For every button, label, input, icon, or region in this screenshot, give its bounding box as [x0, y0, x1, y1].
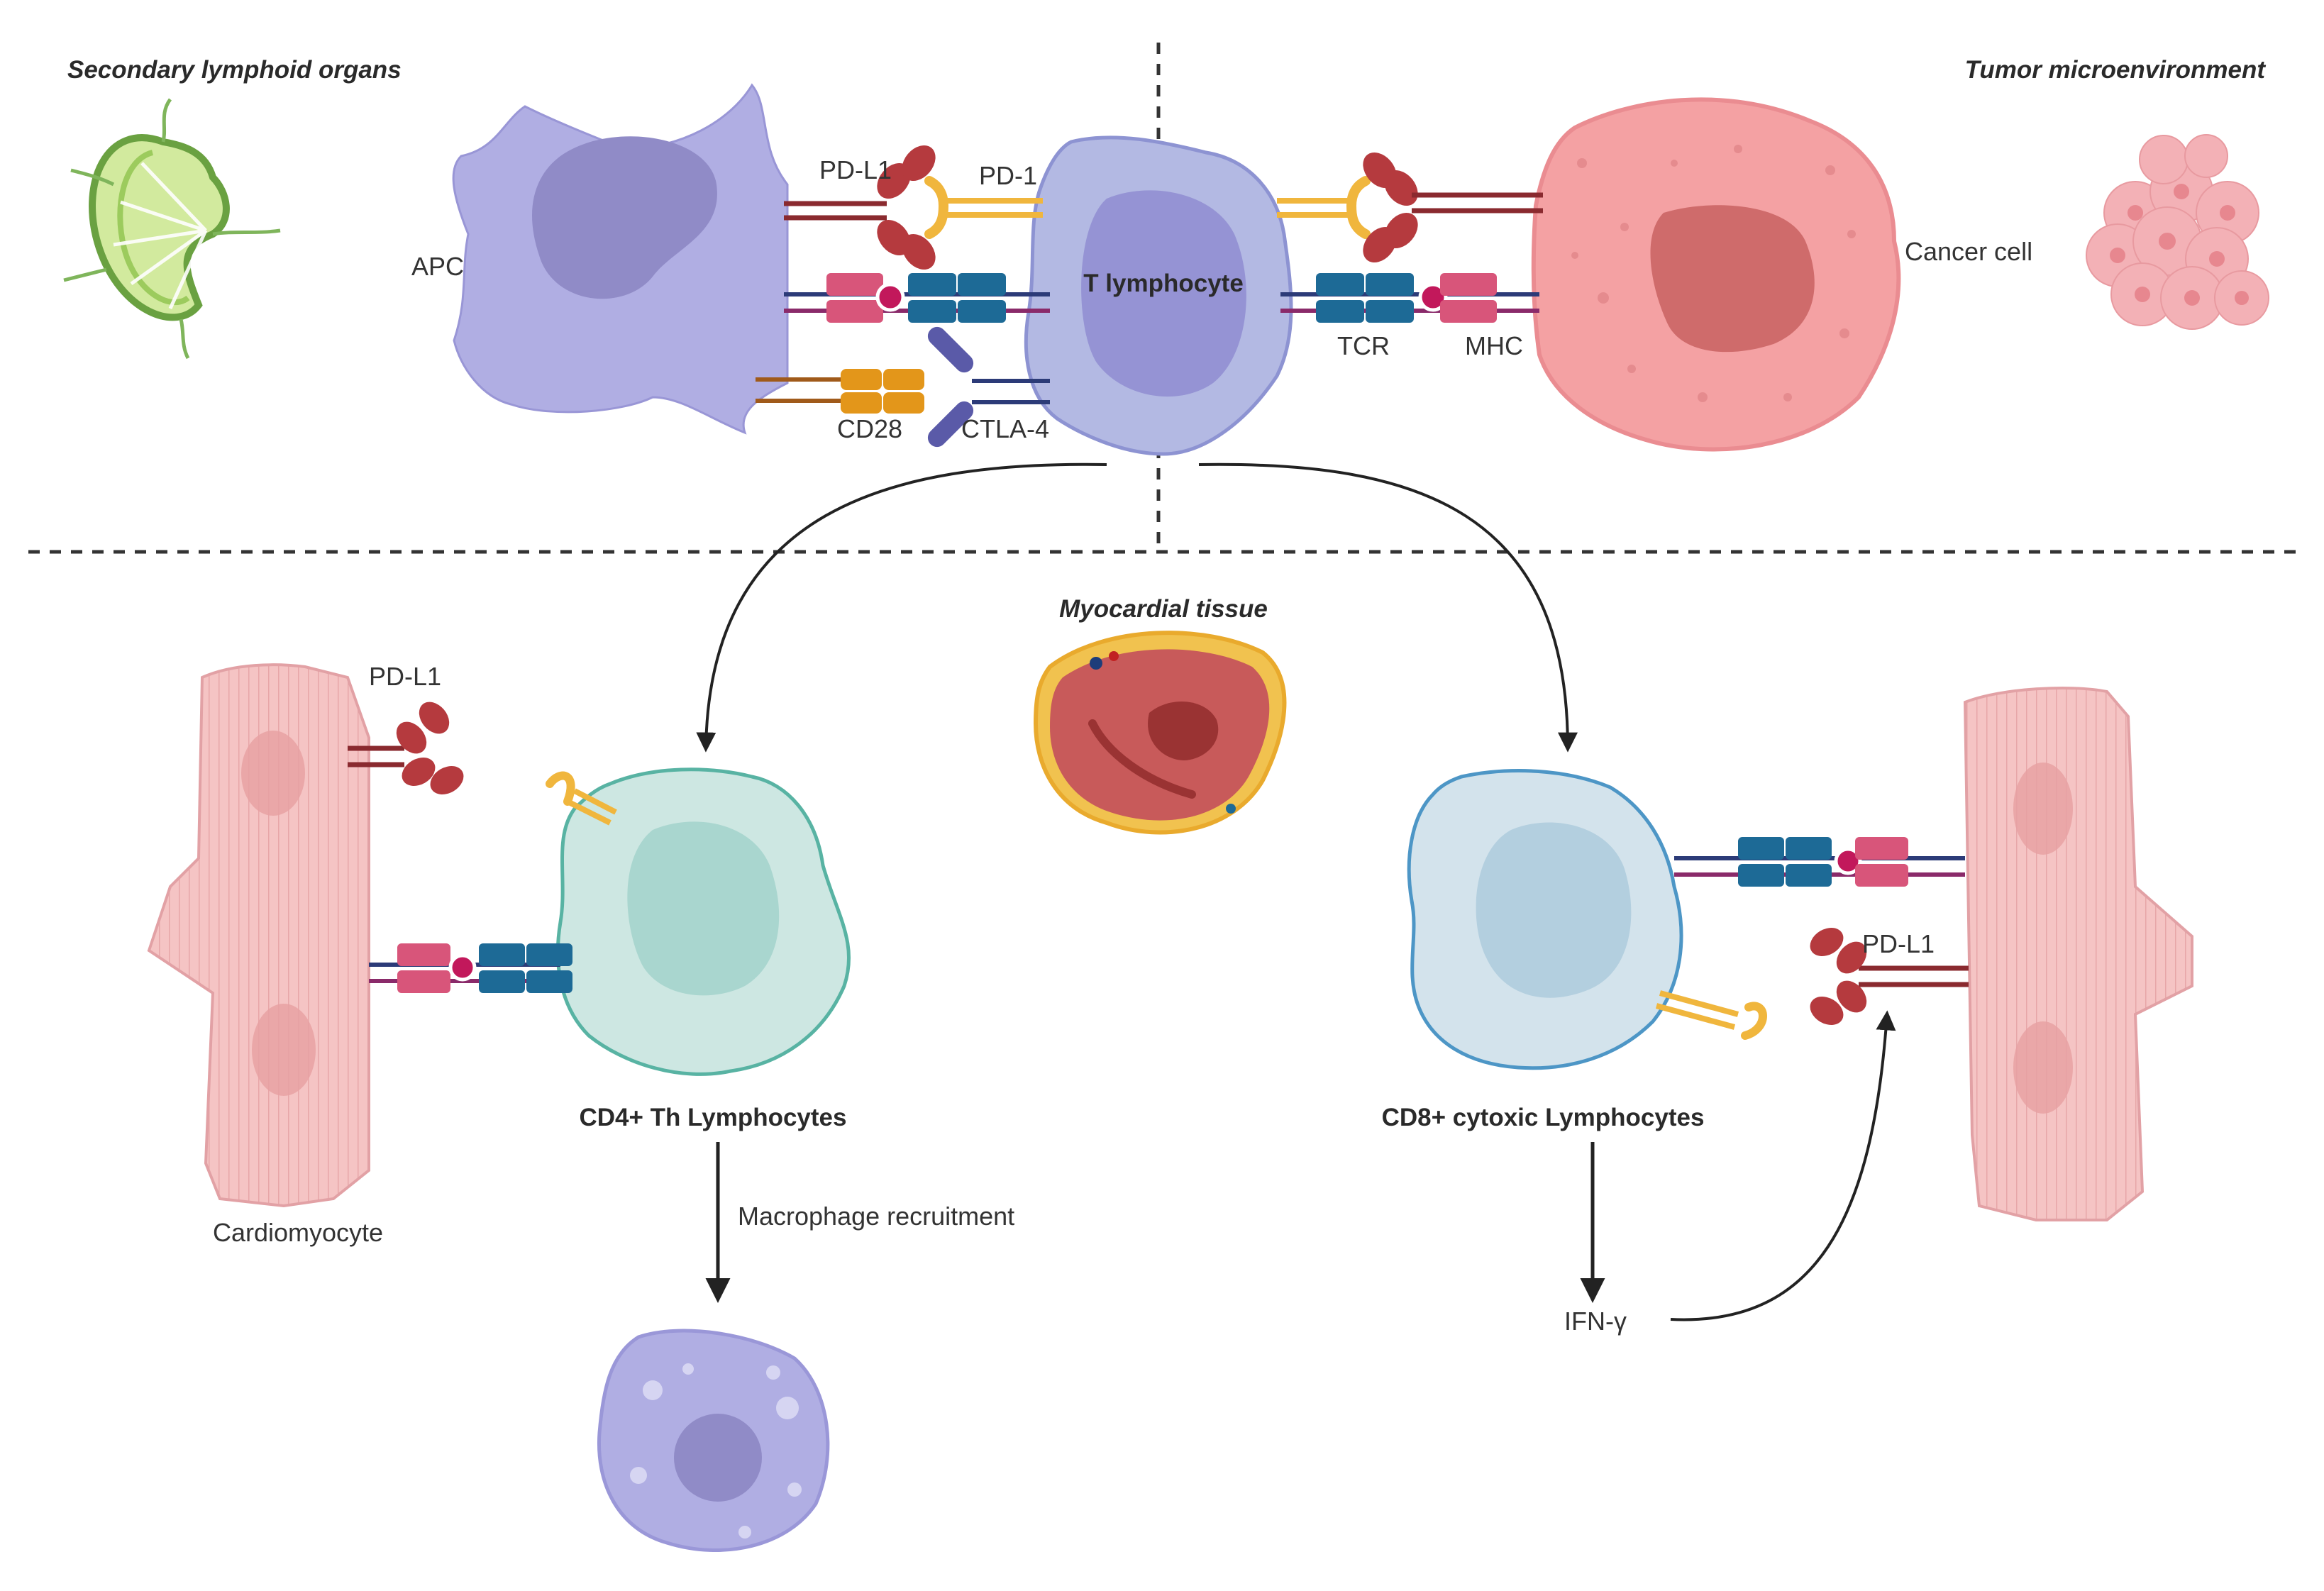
arrow-ifng-to-pdl1: [1670, 1010, 1896, 1321]
mhc-tcr-bottom-left: [369, 943, 572, 993]
cd4-label: CD4+ Th Lymphocytes: [580, 1104, 847, 1131]
cd8-label: CD8+ cytoxic Lymphocytes: [1382, 1104, 1705, 1131]
pd1-pdl1-top-right: [1277, 152, 1543, 263]
mhc-tcr-top-left: [784, 273, 1050, 323]
cd28-ctla4: CD28 CTLA-4: [756, 326, 1050, 448]
pd1-on-cd4: [546, 771, 617, 826]
ctla4-label: CTLA-4: [961, 414, 1049, 443]
tcr-mhc-bottom-right: [1674, 837, 1965, 887]
cardiomyocyte-right: [1963, 687, 2193, 1221]
t-lymphocyte-label: T lymphocyte: [1083, 270, 1244, 297]
mhc-label: MHC: [1465, 331, 1523, 360]
cancer-cell-label: Cancer cell: [1905, 237, 2032, 266]
cardiomyocyte-left: Cardiomyocyte: [147, 663, 383, 1247]
cd28-label: CD28: [837, 414, 902, 443]
apc-cell: APC: [411, 83, 789, 435]
macrophage-recruitment-label: Macrophage recruitment: [738, 1202, 1014, 1231]
arrow-to-cd4: [696, 462, 1107, 753]
cd8-lymphocyte-cell: CD8+ cytoxic Lymphocytes: [1382, 769, 1705, 1131]
region-title-tumor: Tumor microenvironment: [1965, 56, 2267, 84]
pd1-label: PD-1: [979, 161, 1037, 190]
macrophage-cell: [597, 1329, 830, 1552]
ifng-label: IFN-γ: [1564, 1307, 1627, 1336]
cd4-lymphocyte-cell: CD4+ Th Lymphocytes: [555, 767, 851, 1131]
pdl1-right-label: PD-L1: [1862, 929, 1935, 958]
pdl1-right-cardiomyocyte: PD-L1: [1810, 928, 1969, 1025]
region-title-myocardial: Myocardial tissue: [1059, 595, 1268, 623]
region-title-secondary-lymphoid: Secondary lymphoid organs: [67, 56, 402, 84]
cancer-cell: Cancer cell: [1531, 97, 2032, 452]
cardiomyocyte-label: Cardiomyocyte: [213, 1218, 383, 1247]
pd1-on-cd8: [1655, 990, 1767, 1040]
lymph-node-icon: [63, 98, 281, 360]
pdl1-left-label: PD-L1: [369, 662, 441, 691]
tcr-mhc-top-right: TCR MHC: [1280, 273, 1539, 360]
t-lymphocyte-cell: T lymphocyte: [1024, 135, 1293, 456]
tumor-cluster-icon: [2086, 134, 2269, 330]
arrow-to-cd8: [1198, 462, 1578, 753]
pdl1-left-cardiomyocyte: PD-L1: [348, 662, 464, 794]
apc-label: APC: [411, 252, 464, 281]
pdl1-pd1-top-left: PD-L1 PD-1: [784, 145, 1043, 270]
myocardium-cross-section-icon: [1033, 631, 1287, 835]
tcr-label: TCR: [1337, 331, 1390, 360]
pdl1-top-label: PD-L1: [819, 155, 892, 184]
